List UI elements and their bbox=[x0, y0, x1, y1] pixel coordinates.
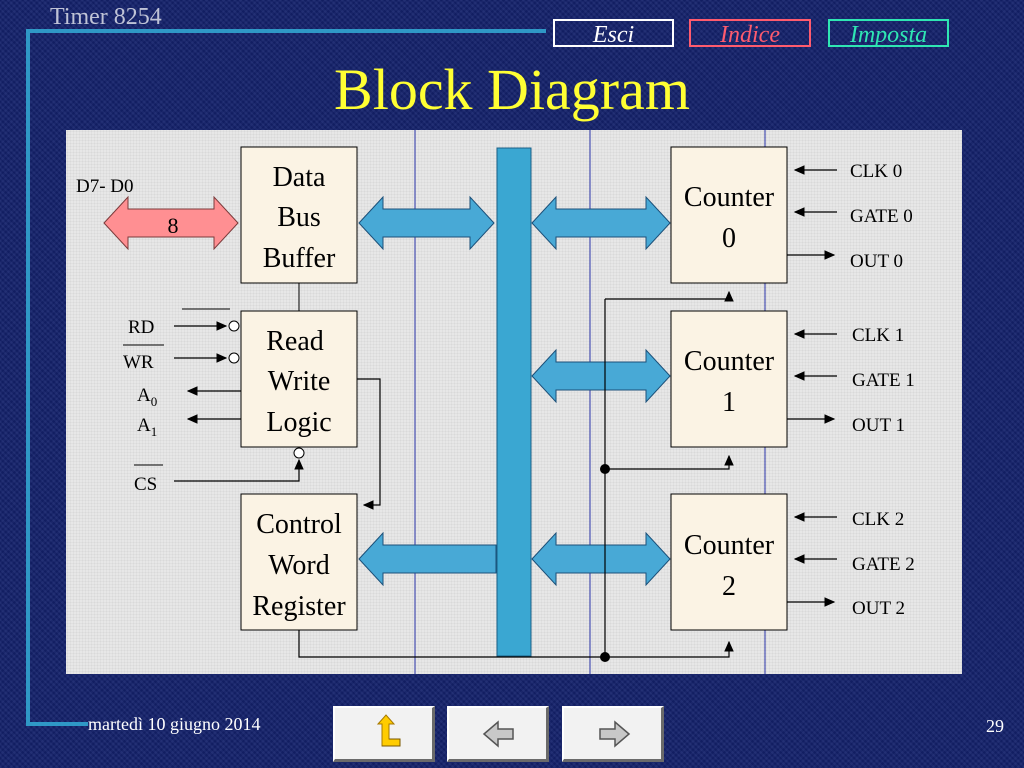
block-label: Register bbox=[252, 591, 346, 622]
previous-button[interactable] bbox=[447, 706, 549, 762]
gate2-label: GATE 2 bbox=[852, 554, 915, 575]
counter2-block bbox=[670, 493, 788, 631]
junction-dot bbox=[600, 464, 610, 474]
home-arrow-icon bbox=[376, 714, 401, 747]
gate0-label: GATE 0 bbox=[850, 206, 913, 227]
block-label: Counter bbox=[684, 346, 775, 377]
bus-label: D7- D0 bbox=[76, 176, 134, 197]
page-number: 29 bbox=[986, 716, 1004, 736]
wr-label: WR bbox=[123, 352, 154, 373]
cwr-to-counter2-arrow bbox=[298, 630, 734, 658]
block-label: Logic bbox=[266, 407, 331, 438]
block-diagram: 8 D7- D0 Data Bus Buffer Read Write Logi… bbox=[76, 130, 915, 674]
block-label: 2 bbox=[722, 571, 736, 602]
bus-width-label: 8 bbox=[168, 213, 179, 238]
read-write-logic-block bbox=[240, 310, 358, 448]
dbb-bus-arrow bbox=[358, 195, 495, 251]
block-label: Counter bbox=[684, 182, 775, 213]
block-label: 1 bbox=[722, 387, 736, 418]
rd-label: RD bbox=[128, 317, 154, 338]
counter2-bus-arrow bbox=[531, 531, 671, 587]
out0-label: OUT 0 bbox=[850, 251, 903, 272]
a1-label: A1 bbox=[137, 415, 157, 439]
control-to-counter0-arrow bbox=[605, 290, 734, 302]
frame-bottom-line bbox=[26, 722, 88, 726]
cs-arrow bbox=[174, 458, 304, 482]
out2-label: OUT 2 bbox=[852, 598, 905, 619]
footer-date: martedì 10 giugno 2014 bbox=[88, 714, 261, 734]
block-diagram-panel: 8 D7- D0 Data Bus Buffer Read Write Logi… bbox=[66, 130, 962, 674]
arrow-right-icon bbox=[599, 720, 631, 748]
block-label: Control bbox=[256, 509, 342, 540]
block-label: Bus bbox=[277, 202, 321, 233]
internal-bus bbox=[496, 147, 532, 657]
frame-left-line bbox=[26, 30, 30, 726]
block-label: Word bbox=[268, 550, 330, 581]
control-word-register-block bbox=[240, 493, 358, 631]
clk0-label: CLK 0 bbox=[850, 161, 902, 182]
block-label: Write bbox=[268, 366, 331, 397]
block-label: Counter bbox=[684, 530, 775, 561]
block-label: 0 bbox=[722, 223, 736, 254]
cs-label: CS bbox=[134, 474, 157, 495]
data-bus-arrow bbox=[103, 195, 239, 251]
counter1-bus-arrow bbox=[531, 348, 671, 404]
control-to-counter1-arrow bbox=[605, 454, 734, 470]
clk2-label: CLK 2 bbox=[852, 509, 904, 530]
index-button[interactable]: Indice bbox=[689, 19, 811, 48]
arrow-left-icon bbox=[482, 720, 514, 748]
rwl-to-cwr-arrow bbox=[357, 378, 381, 510]
cs-inversion-bubble bbox=[293, 447, 305, 459]
block-label: Buffer bbox=[263, 243, 336, 274]
block-label: Read bbox=[266, 326, 324, 357]
section-label: Timer 8254 bbox=[50, 4, 162, 30]
settings-button[interactable]: Imposta bbox=[828, 19, 949, 48]
page-title: Block Diagram bbox=[334, 57, 690, 122]
junction-dot bbox=[600, 652, 610, 662]
gate1-label: GATE 1 bbox=[852, 370, 915, 391]
next-button[interactable] bbox=[562, 706, 664, 762]
rd-inversion-bubble bbox=[228, 320, 240, 332]
counter1-block bbox=[670, 310, 788, 448]
wr-inversion-bubble bbox=[228, 352, 240, 364]
counter0-bus-arrow bbox=[531, 195, 671, 251]
out1-label: OUT 1 bbox=[852, 415, 905, 436]
a0-label: A0 bbox=[137, 385, 157, 409]
frame-top-line bbox=[26, 29, 546, 33]
block-label: Data bbox=[273, 162, 326, 193]
counter0-block bbox=[670, 146, 788, 284]
cwr-bus-arrow bbox=[358, 531, 497, 587]
clk1-label: CLK 1 bbox=[852, 325, 904, 346]
home-button[interactable] bbox=[333, 706, 435, 762]
exit-button[interactable]: Esci bbox=[553, 19, 674, 48]
